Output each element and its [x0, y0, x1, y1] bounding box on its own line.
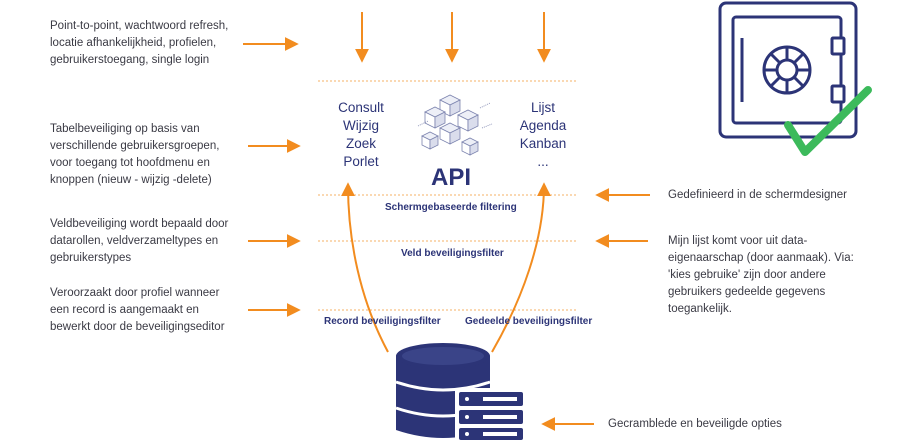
- note-line: verschillende gebruikersgroepen,: [50, 140, 220, 152]
- api-left-list: Consult Wijzig Zoek Porlet: [328, 99, 394, 171]
- note-line: 'kies gebruike' zijn door andere: [668, 269, 826, 281]
- note-line: gebruikers gedeelde gegevens: [668, 286, 826, 298]
- api-item: Porlet: [343, 154, 379, 169]
- filter-record: Record beveiligingsfilter: [324, 316, 441, 327]
- left-arrows: [243, 37, 301, 317]
- api-item: Kanban: [519, 136, 567, 151]
- note-line: datarollen, veldverzameltypes en: [50, 235, 219, 247]
- note-line: Point-to-point, wachtwoord refresh,: [50, 20, 229, 32]
- note-encrypted: Gecramblede en beveiligde opties: [608, 418, 782, 430]
- note-line: toegankelijk.: [668, 303, 732, 315]
- api-label: API: [431, 164, 472, 191]
- api-item: ...: [537, 154, 549, 169]
- api-item: Agenda: [519, 118, 567, 133]
- api-cube-icon: [417, 94, 493, 156]
- note-line: Veldbeveiliging wordt bepaald door: [50, 218, 229, 230]
- api-item: Consult: [338, 100, 384, 115]
- note-field-security: Veldbeveiliging wordt bepaald door datar…: [50, 216, 228, 267]
- note-line: een record is aangemaakt en: [50, 304, 199, 316]
- filter-field: Veld beveiligingsfilter: [401, 248, 504, 259]
- note-record-security: Veroorzaakt door profiel wanneer een rec…: [50, 285, 225, 336]
- note-auth: Point-to-point, wachtwoord refresh, loca…: [50, 18, 228, 69]
- note-line: voor toegang tot hoofdmenu en: [50, 157, 210, 169]
- api-item: Zoek: [345, 136, 376, 151]
- note-line: eigenaarschap (door aanmaak). Via:: [668, 252, 854, 264]
- note-line: gebruikerstoegang, single login: [50, 54, 210, 66]
- note-ownership: Mijn lijst komt voor uit data- eigenaars…: [668, 233, 854, 318]
- safe-icon: [718, 1, 858, 139]
- right-arrows: [541, 188, 650, 431]
- top-arrows: [355, 12, 551, 63]
- api-item: Wijzig: [343, 118, 379, 133]
- note-line: Veroorzaakt door profiel wanneer: [50, 287, 220, 299]
- note-line: gebruikerstypes: [50, 252, 132, 264]
- filter-shared: Gedeelde beveiligingsfilter: [465, 316, 593, 327]
- check-icon: [784, 86, 872, 156]
- note-designer: Gedefinieerd in de schermdesigner: [668, 189, 847, 201]
- filter-screen: Schermgebaseerde filtering: [385, 202, 517, 213]
- note-line: Mijn lijst komt voor uit data-: [668, 235, 808, 247]
- api-item: Lijst: [530, 100, 555, 115]
- note-line: knoppen (nieuw - wijzig -delete): [50, 174, 212, 186]
- note-line: bewerkt door de beveiligingseditor: [50, 321, 225, 333]
- note-table-security: Tabelbeveiliging op basis van verschille…: [50, 121, 219, 189]
- note-line: Tabelbeveiliging op basis van: [50, 123, 200, 135]
- filter-lines: [318, 80, 578, 311]
- server-icon: [455, 388, 527, 440]
- db-curves: [341, 182, 551, 353]
- api-right-list: Lijst Agenda Kanban ...: [510, 99, 576, 171]
- note-line: locatie afhankelijkheid, profielen,: [50, 37, 217, 49]
